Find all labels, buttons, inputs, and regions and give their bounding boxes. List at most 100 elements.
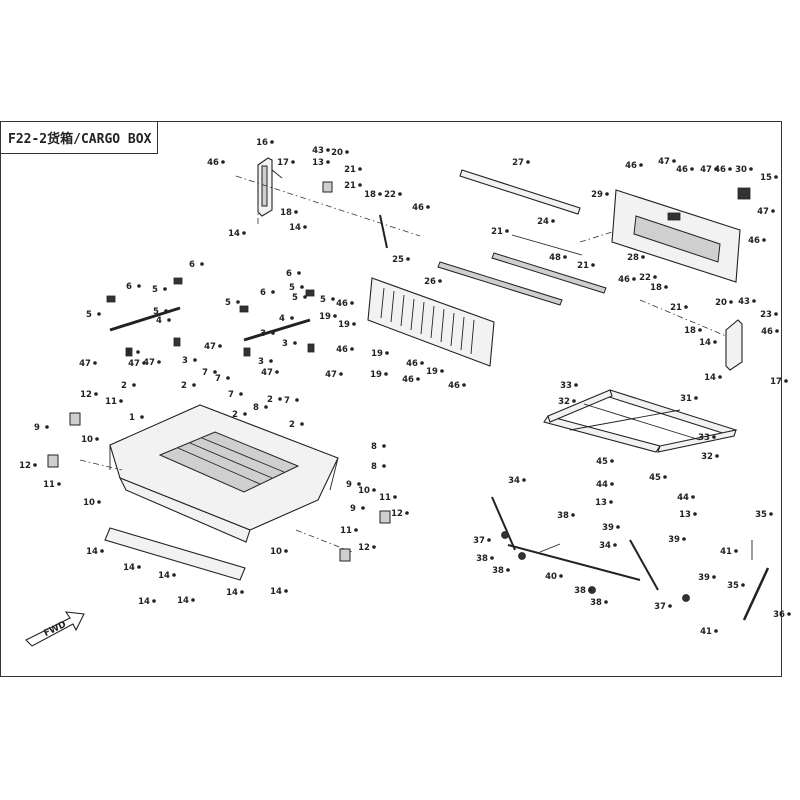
fastener-dot: [526, 160, 530, 164]
callout-31: 31: [680, 394, 692, 404]
fastener-dot: [762, 238, 766, 242]
front-panel-25: [367, 277, 495, 367]
callout-37: 37: [473, 536, 485, 546]
fastener-dot: [303, 295, 307, 299]
callout-11: 11: [340, 526, 352, 536]
callout-19: 19: [319, 312, 331, 322]
fastener-dot: [420, 361, 424, 365]
hinge-bracket-20: [322, 181, 333, 193]
callout-23: 23: [760, 310, 772, 320]
top-rail-27: [459, 169, 581, 215]
callout-40: 40: [545, 572, 557, 582]
fastener-dot: [632, 277, 636, 281]
callout-38: 38: [574, 586, 586, 596]
callout-38: 38: [590, 598, 602, 608]
callout-46: 46: [336, 299, 348, 309]
callout-38: 38: [476, 554, 488, 564]
fastener-dot: [775, 329, 779, 333]
side-clip-12-b: [47, 454, 59, 468]
fastener-dot: [690, 167, 694, 171]
fastener-dot: [236, 300, 240, 304]
fastener-dot: [172, 573, 176, 577]
fastener-dot: [93, 361, 97, 365]
callout-4: 4: [279, 314, 285, 324]
callout-46: 46: [761, 327, 773, 337]
callout-18: 18: [364, 190, 376, 200]
callout-6: 6: [286, 269, 292, 279]
fastener-dot: [774, 175, 778, 179]
fastener-dot: [784, 379, 788, 383]
fastener-dot: [487, 538, 491, 542]
callout-39: 39: [698, 573, 710, 583]
callout-29: 29: [591, 190, 603, 200]
fastener-dot: [95, 437, 99, 441]
fastener-dot: [559, 574, 563, 578]
fastener-dot: [240, 590, 244, 594]
fastener-dot: [774, 312, 778, 316]
fastener-dot: [226, 376, 230, 380]
callout-11: 11: [105, 397, 117, 407]
fastener-dot: [384, 372, 388, 376]
callout-14: 14: [158, 571, 170, 581]
callout-14: 14: [86, 547, 98, 557]
callout-9: 9: [346, 480, 352, 490]
tailgate-rod-48: [491, 252, 607, 294]
fastener-dot: [271, 331, 275, 335]
callout-39: 39: [602, 523, 614, 533]
fastener-dot: [333, 314, 337, 318]
callout-14: 14: [138, 597, 150, 607]
fastener-dot: [140, 415, 144, 419]
callout-13: 13: [679, 510, 691, 520]
right-side-bracket-23: [725, 319, 743, 371]
fastener-dot: [440, 369, 444, 373]
fastener-dot: [639, 163, 643, 167]
callout-3: 3: [282, 339, 288, 349]
callout-38: 38: [557, 511, 569, 521]
fastener-dot: [714, 167, 718, 171]
fastener-dot: [350, 301, 354, 305]
callout-7: 7: [284, 396, 290, 406]
callout-7: 7: [202, 368, 208, 378]
callout-12: 12: [19, 461, 31, 471]
callout-22: 22: [639, 273, 651, 283]
fastener-dot: [382, 464, 386, 468]
title-box: F22-2货箱/CARGO BOX: [0, 121, 158, 154]
left-side-bracket-16: [257, 157, 283, 217]
callout-8: 8: [371, 442, 377, 452]
fastener-dot: [572, 399, 576, 403]
fastener-dot: [331, 297, 335, 301]
callout-16: 16: [256, 138, 268, 148]
callout-47: 47: [325, 370, 337, 380]
callout-17: 17: [770, 377, 782, 387]
fastener-dot: [326, 148, 330, 152]
rail-26: [437, 261, 563, 306]
subframe-31: [543, 389, 737, 453]
fastener-dot: [132, 383, 136, 387]
fastener-dot: [741, 583, 745, 587]
fastener-dot: [416, 377, 420, 381]
fastener-dot: [293, 341, 297, 345]
callout-32: 32: [558, 397, 570, 407]
callout-47: 47: [79, 359, 91, 369]
fastener-dot: [382, 444, 386, 448]
fastener-dot: [100, 549, 104, 553]
callout-4: 4: [156, 316, 162, 326]
callout-22: 22: [384, 190, 396, 200]
side-clip-12-d: [339, 548, 351, 562]
fastener-dot: [604, 600, 608, 604]
fastener-dot: [691, 495, 695, 499]
bolt-22: [379, 214, 388, 249]
callout-5: 5: [292, 293, 298, 303]
fastener-dot: [339, 372, 343, 376]
callout-9: 9: [350, 504, 356, 514]
fastener-dot: [119, 399, 123, 403]
fastener-dot: [663, 475, 667, 479]
fastener-dot: [616, 525, 620, 529]
callout-34: 34: [599, 541, 611, 551]
fastener-dot: [729, 300, 733, 304]
fastener-dot: [33, 463, 37, 467]
callout-36: 36: [773, 610, 785, 620]
callout-19: 19: [426, 367, 438, 377]
callout-8: 8: [253, 403, 259, 413]
